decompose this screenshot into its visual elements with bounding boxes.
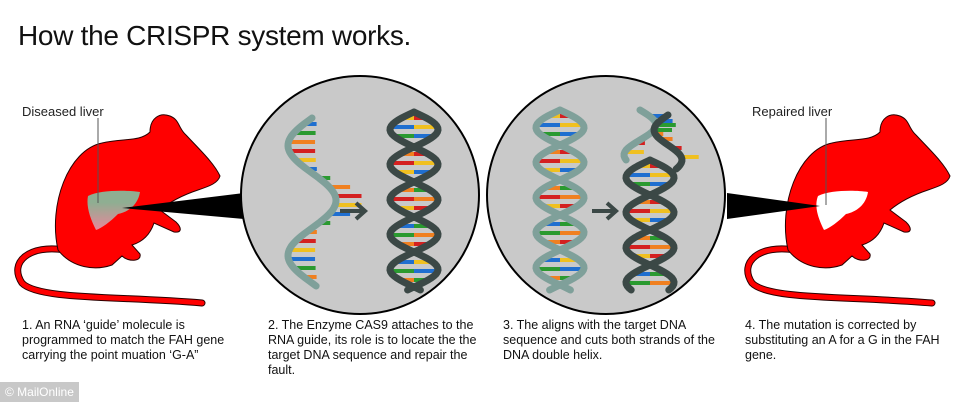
backbone-strand <box>532 106 588 294</box>
mouse-diseased <box>18 115 220 303</box>
step-2-text: 2. The Enzyme CAS9 attaches to the RNA g… <box>268 318 477 377</box>
zoom-wedge-right <box>727 193 820 219</box>
backbone-strand <box>622 156 678 294</box>
repaired-liver <box>816 190 868 230</box>
backbone-strand <box>386 108 442 294</box>
magnify-circle-2 <box>486 75 726 315</box>
rna-strand <box>650 111 699 173</box>
backbone-strand <box>620 106 660 164</box>
diseased-liver <box>87 190 140 230</box>
dna-double-helix <box>622 156 678 294</box>
step-4-text: 4. The mutation is corrected by substitu… <box>745 318 940 362</box>
step-1-text: 1. An RNA ‘guide’ molecule is programmed… <box>22 318 225 362</box>
diseased-liver-label: Diseased liver <box>22 104 104 119</box>
arrow-icon <box>592 201 620 221</box>
rna-strand <box>284 114 362 290</box>
credit-badge: © MailOnline <box>0 382 79 402</box>
dna-double-helix <box>386 108 442 294</box>
arrow-icon <box>340 201 369 221</box>
zoom-wedge-left <box>122 193 244 219</box>
page-title: How the CRISPR system works. <box>18 20 412 51</box>
backbone-strand <box>532 106 588 294</box>
backbone-strand <box>386 108 442 294</box>
backbone-strand <box>622 156 678 294</box>
dna-double-helix <box>532 106 588 294</box>
repaired-liver-label: Repaired liver <box>752 104 833 119</box>
backbone-strand <box>284 114 340 290</box>
backbone-strand <box>650 111 686 173</box>
mouse-repaired <box>748 115 950 303</box>
step-3-text: 3. The aligns with the target DNA sequen… <box>503 318 715 362</box>
